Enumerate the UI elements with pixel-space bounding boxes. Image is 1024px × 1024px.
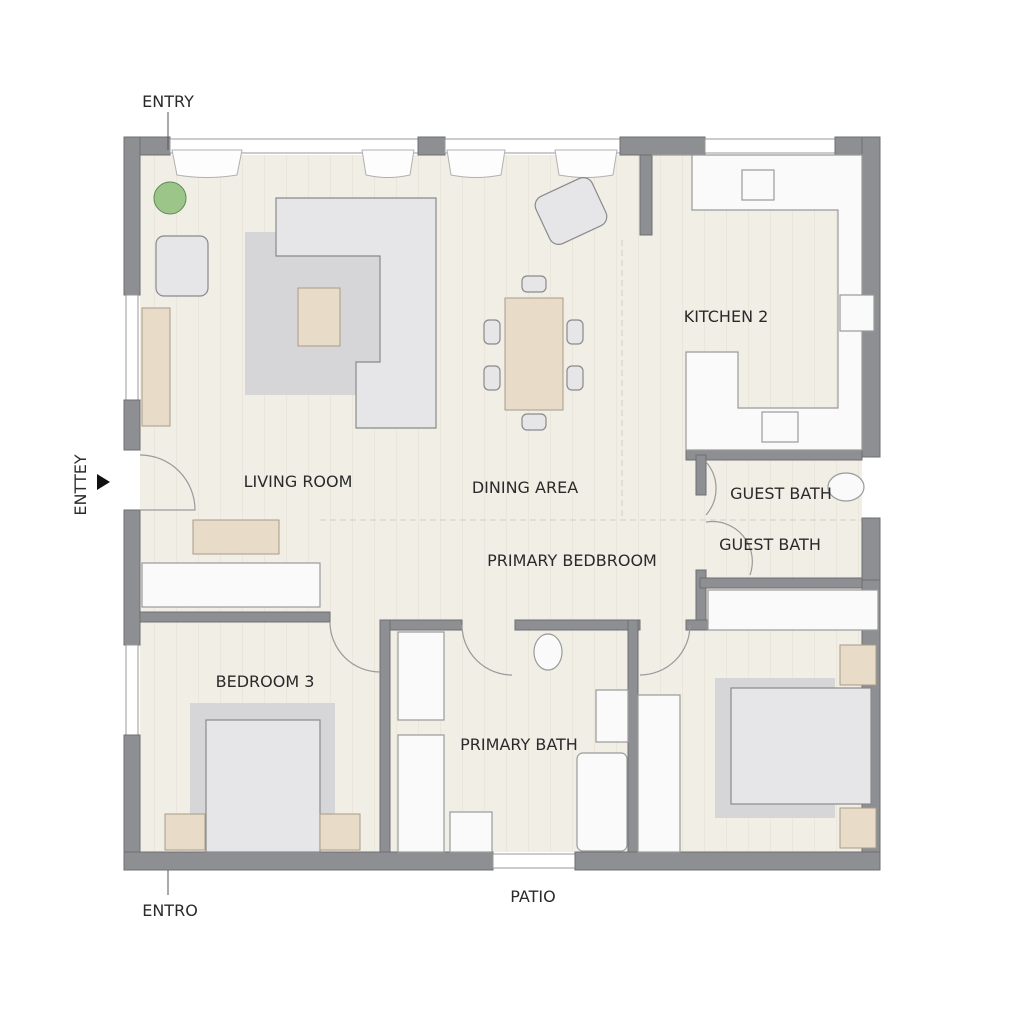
plant-icon — [153, 181, 187, 215]
kitchen-sink — [741, 169, 775, 201]
closet — [397, 734, 445, 853]
dining-chairs — [483, 275, 584, 431]
nightstand — [319, 813, 361, 851]
armchair — [155, 235, 209, 297]
label-primary-bedroom: PRIMARY BEDBROOM — [487, 551, 657, 570]
sideboard — [141, 307, 171, 427]
label-kitchen: KITCHEN 2 — [684, 307, 769, 326]
closet — [141, 562, 321, 608]
kitchen-sink — [761, 411, 799, 443]
kitchen-counter — [652, 154, 863, 451]
shower — [449, 811, 493, 853]
doors — [139, 454, 753, 676]
stove — [839, 294, 875, 332]
dining-table — [504, 297, 564, 411]
label-patio: PATIO — [510, 887, 555, 906]
coffee-table — [297, 287, 341, 347]
label-dining-area: DINING AREA — [472, 478, 578, 497]
label-living-room: LIVING ROOM — [244, 472, 353, 491]
label-entry-side: ENTTEY — [71, 454, 90, 515]
outer-walls — [123, 136, 881, 871]
toilet — [533, 633, 563, 671]
label-entry-bottom: ENTRO — [142, 901, 198, 920]
nightstand — [164, 813, 206, 851]
nightstand — [839, 807, 877, 849]
label-bedroom-3: BEDROOM 3 — [216, 672, 315, 691]
curtains — [171, 149, 618, 178]
nightstand — [839, 644, 877, 686]
closet — [397, 631, 445, 721]
label-primary-bath: PRIMARY BATH — [460, 735, 578, 754]
bed — [730, 687, 872, 805]
label-guest-bath-1: GUEST BATH — [730, 484, 832, 503]
vanity — [595, 689, 629, 743]
closet — [637, 694, 681, 853]
toilet — [827, 472, 865, 502]
bed — [205, 719, 321, 853]
closet — [707, 589, 879, 631]
bathtub — [576, 752, 628, 852]
sectional-sofa — [275, 197, 437, 429]
label-guest-bath-2: GUEST BATH — [719, 535, 821, 554]
desk — [192, 519, 280, 555]
entry-arrow-icon — [97, 474, 110, 490]
armchair — [534, 177, 608, 245]
label-entry-top: ENTRY — [142, 92, 194, 111]
